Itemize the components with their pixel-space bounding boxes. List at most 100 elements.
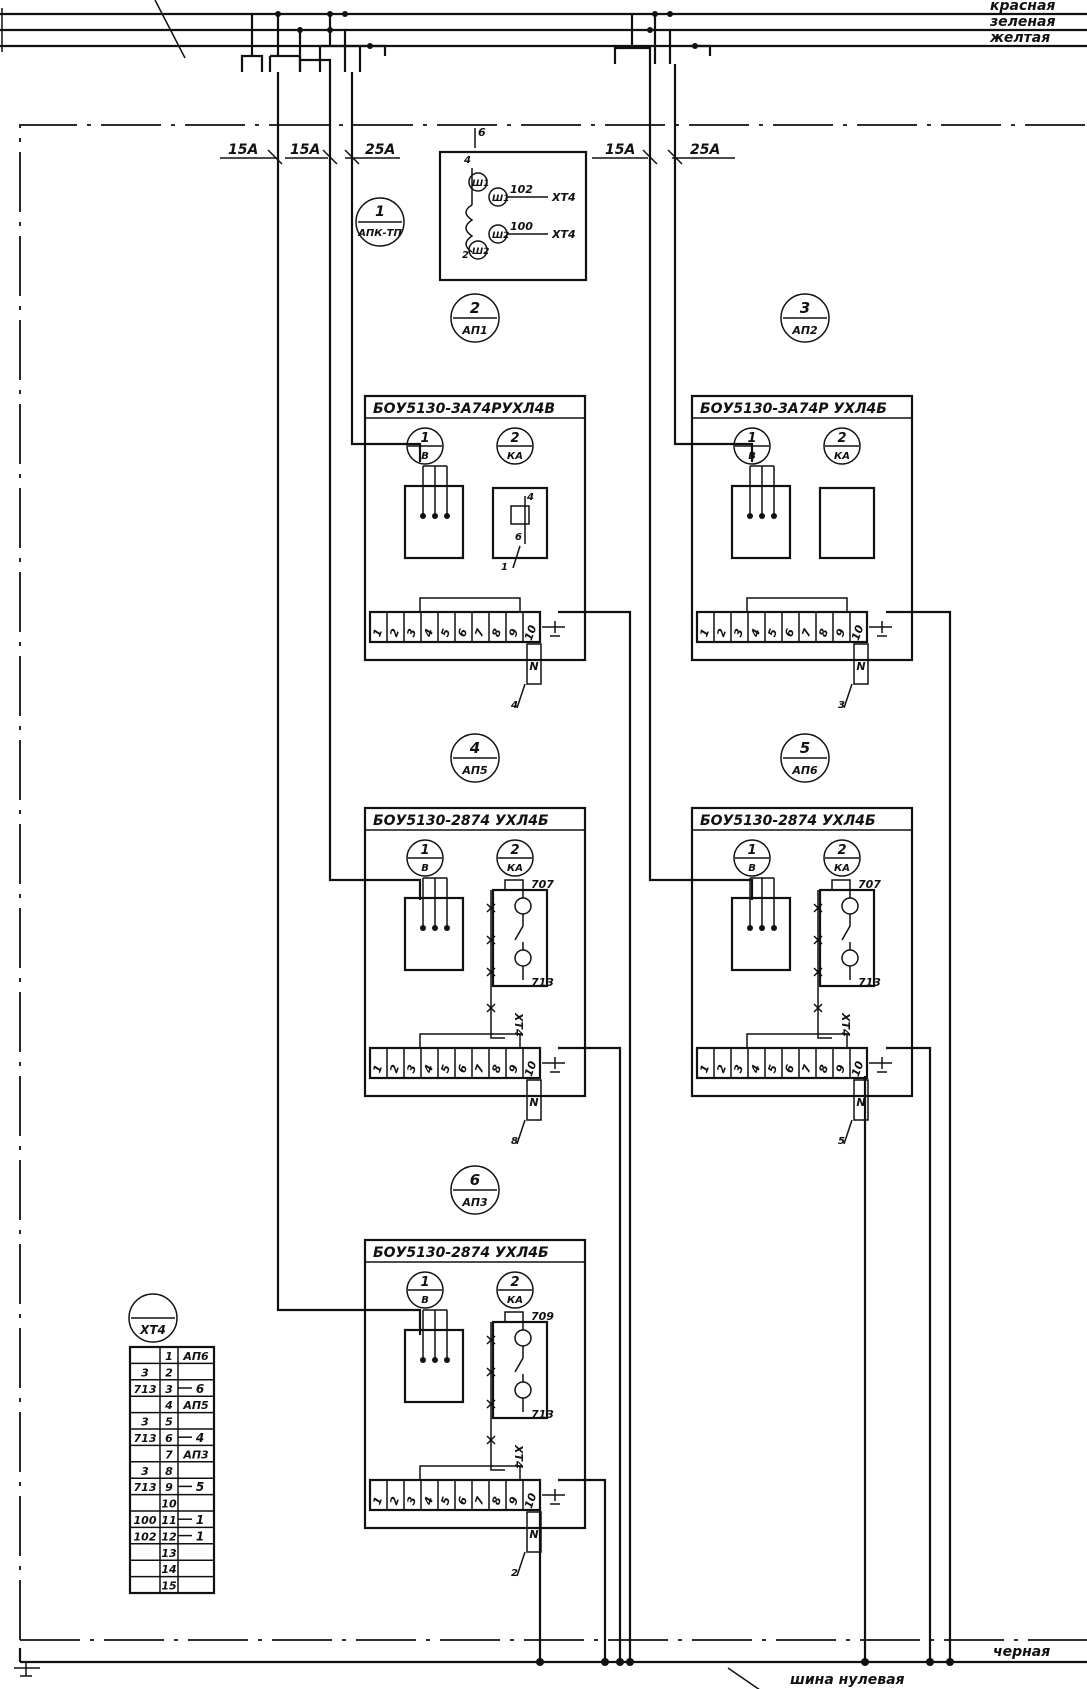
- terminal-6: 6: [455, 1063, 470, 1075]
- panel-ref-3-num: 3: [800, 299, 810, 317]
- terminal-2: 2: [387, 1495, 402, 1507]
- wire-label-yellow: желтая: [989, 30, 1050, 46]
- circuit-breaker: [403, 1309, 465, 1404]
- circuit-breaker: [730, 877, 792, 972]
- terminal-5: 5: [438, 1495, 453, 1507]
- current-labels: 15А 15А 25А 15А 25А: [220, 142, 735, 165]
- terminal-10: 10: [522, 1059, 540, 1078]
- terminal-4: 4: [421, 1495, 436, 1508]
- xt-row-num: 7: [165, 1448, 173, 1461]
- current-right-2: 25А: [690, 142, 720, 158]
- transformer-ref-code: АПК-ТП: [357, 228, 402, 239]
- xt-row-num: 12: [161, 1530, 177, 1543]
- xt-row-num: 2: [165, 1366, 173, 1379]
- bus-taps-left: [240, 11, 387, 72]
- terminal-10: 10: [522, 1491, 540, 1510]
- circuit-breaker: [403, 877, 465, 972]
- relay-pin-4: 4: [526, 492, 534, 503]
- terminal-8: 8: [489, 1495, 504, 1507]
- xt-row-dest: 4: [195, 1431, 204, 1445]
- relay-pin-1: 1: [501, 562, 508, 573]
- terminal-10: 10: [849, 1059, 867, 1078]
- xt-row-num: 10: [161, 1498, 177, 1511]
- breaker-ref: 1В: [733, 839, 771, 877]
- panel-title: БОУ5130-2874 УХЛ4Б: [373, 813, 549, 829]
- relay-xt-label: ХТ4: [512, 1012, 525, 1037]
- panel-ref-4-num: 4: [469, 739, 480, 757]
- panel-ref-4-code: АП5: [461, 764, 488, 777]
- xt-row-num: 13: [161, 1547, 177, 1560]
- xt-row: 10: [161, 1498, 177, 1511]
- terminal-N: N: [529, 1096, 538, 1109]
- breaker-ref: 1В: [406, 839, 444, 877]
- phase-bus: красная зеленая желтая: [0, 0, 1087, 59]
- terminal-5: 5: [438, 627, 453, 639]
- breaker-ref-code: В: [421, 1295, 429, 1306]
- xt-row-num: 11: [161, 1514, 176, 1527]
- terminal-5: 5: [765, 1063, 780, 1075]
- relay-ref: 2КА: [496, 839, 534, 877]
- terminal-out: 3: [838, 700, 845, 711]
- breaker-ref: 1В: [406, 1271, 444, 1309]
- xt-row-dest: 6: [196, 1382, 204, 1396]
- xt-row-num: 4: [164, 1399, 173, 1412]
- pin-2: 2: [462, 250, 469, 261]
- breaker-ref-code: В: [421, 451, 429, 462]
- relay-ref-code: КА: [834, 451, 850, 462]
- terminal-N: N: [529, 1528, 538, 1541]
- panel-ref-5-code: АП6: [791, 764, 818, 777]
- xt-row-num: 8: [165, 1465, 173, 1478]
- relay-ref-num: 2: [510, 1275, 519, 1290]
- terminal-10: 10: [849, 623, 867, 642]
- return-bus: черная шина нулевая: [14, 1644, 1087, 1689]
- relay-ref-code: КА: [507, 451, 523, 462]
- panel-ref-2-num: 2: [470, 299, 480, 317]
- terminal-out: 5: [838, 1136, 845, 1147]
- terminal-out: 8: [511, 1136, 518, 1147]
- terminal-5: 5: [765, 627, 780, 639]
- current-left-1: 15А: [228, 142, 258, 158]
- xt-row-dest: 1: [196, 1529, 204, 1543]
- circuit-breaker: [730, 465, 792, 560]
- terminal-3: 3: [404, 1495, 419, 1507]
- feed-wires: [276, 64, 754, 1335]
- terminal-7: 7: [472, 1063, 487, 1075]
- terminal-3: 3: [731, 627, 746, 639]
- pin-6: 6: [478, 126, 486, 139]
- xt-row-wire: 3: [141, 1416, 149, 1429]
- pin-sh1-top: Ш1: [472, 179, 489, 189]
- terminal-2: 2: [714, 1063, 729, 1075]
- relay-wire-out: 713: [531, 1408, 554, 1421]
- breaker-ref-code: В: [421, 863, 429, 874]
- terminal-9: 9: [506, 627, 521, 639]
- relay-xt-label: ХТ4: [512, 1444, 525, 1469]
- breaker-ref-code: В: [748, 451, 756, 462]
- terminal-4: 4: [421, 627, 436, 640]
- dest-xt4-b: ХТ4: [551, 228, 576, 241]
- current-left-2: 15А: [290, 142, 320, 158]
- terminal-1: 1: [697, 627, 712, 639]
- panel-title: БОУ5130-2874 УХЛ4Б: [373, 1245, 549, 1261]
- xt-table-title: ХТ4: [139, 1323, 166, 1337]
- terminal-1: 1: [370, 1495, 385, 1507]
- relay-wire-in: 707: [531, 878, 554, 891]
- terminal-2: 2: [714, 627, 729, 639]
- frame-lines: [19, 124, 1087, 1641]
- panel-title: БОУ5130-2874 УХЛ4Б: [700, 813, 876, 829]
- bus-zero-label: шина нулевая: [790, 1672, 905, 1688]
- breaker-ref: 1В: [733, 427, 771, 465]
- pin-sh2-bottom: Ш2: [472, 247, 489, 257]
- dest-xt4-a: ХТ4: [551, 191, 576, 204]
- terminal-7: 7: [799, 1063, 814, 1075]
